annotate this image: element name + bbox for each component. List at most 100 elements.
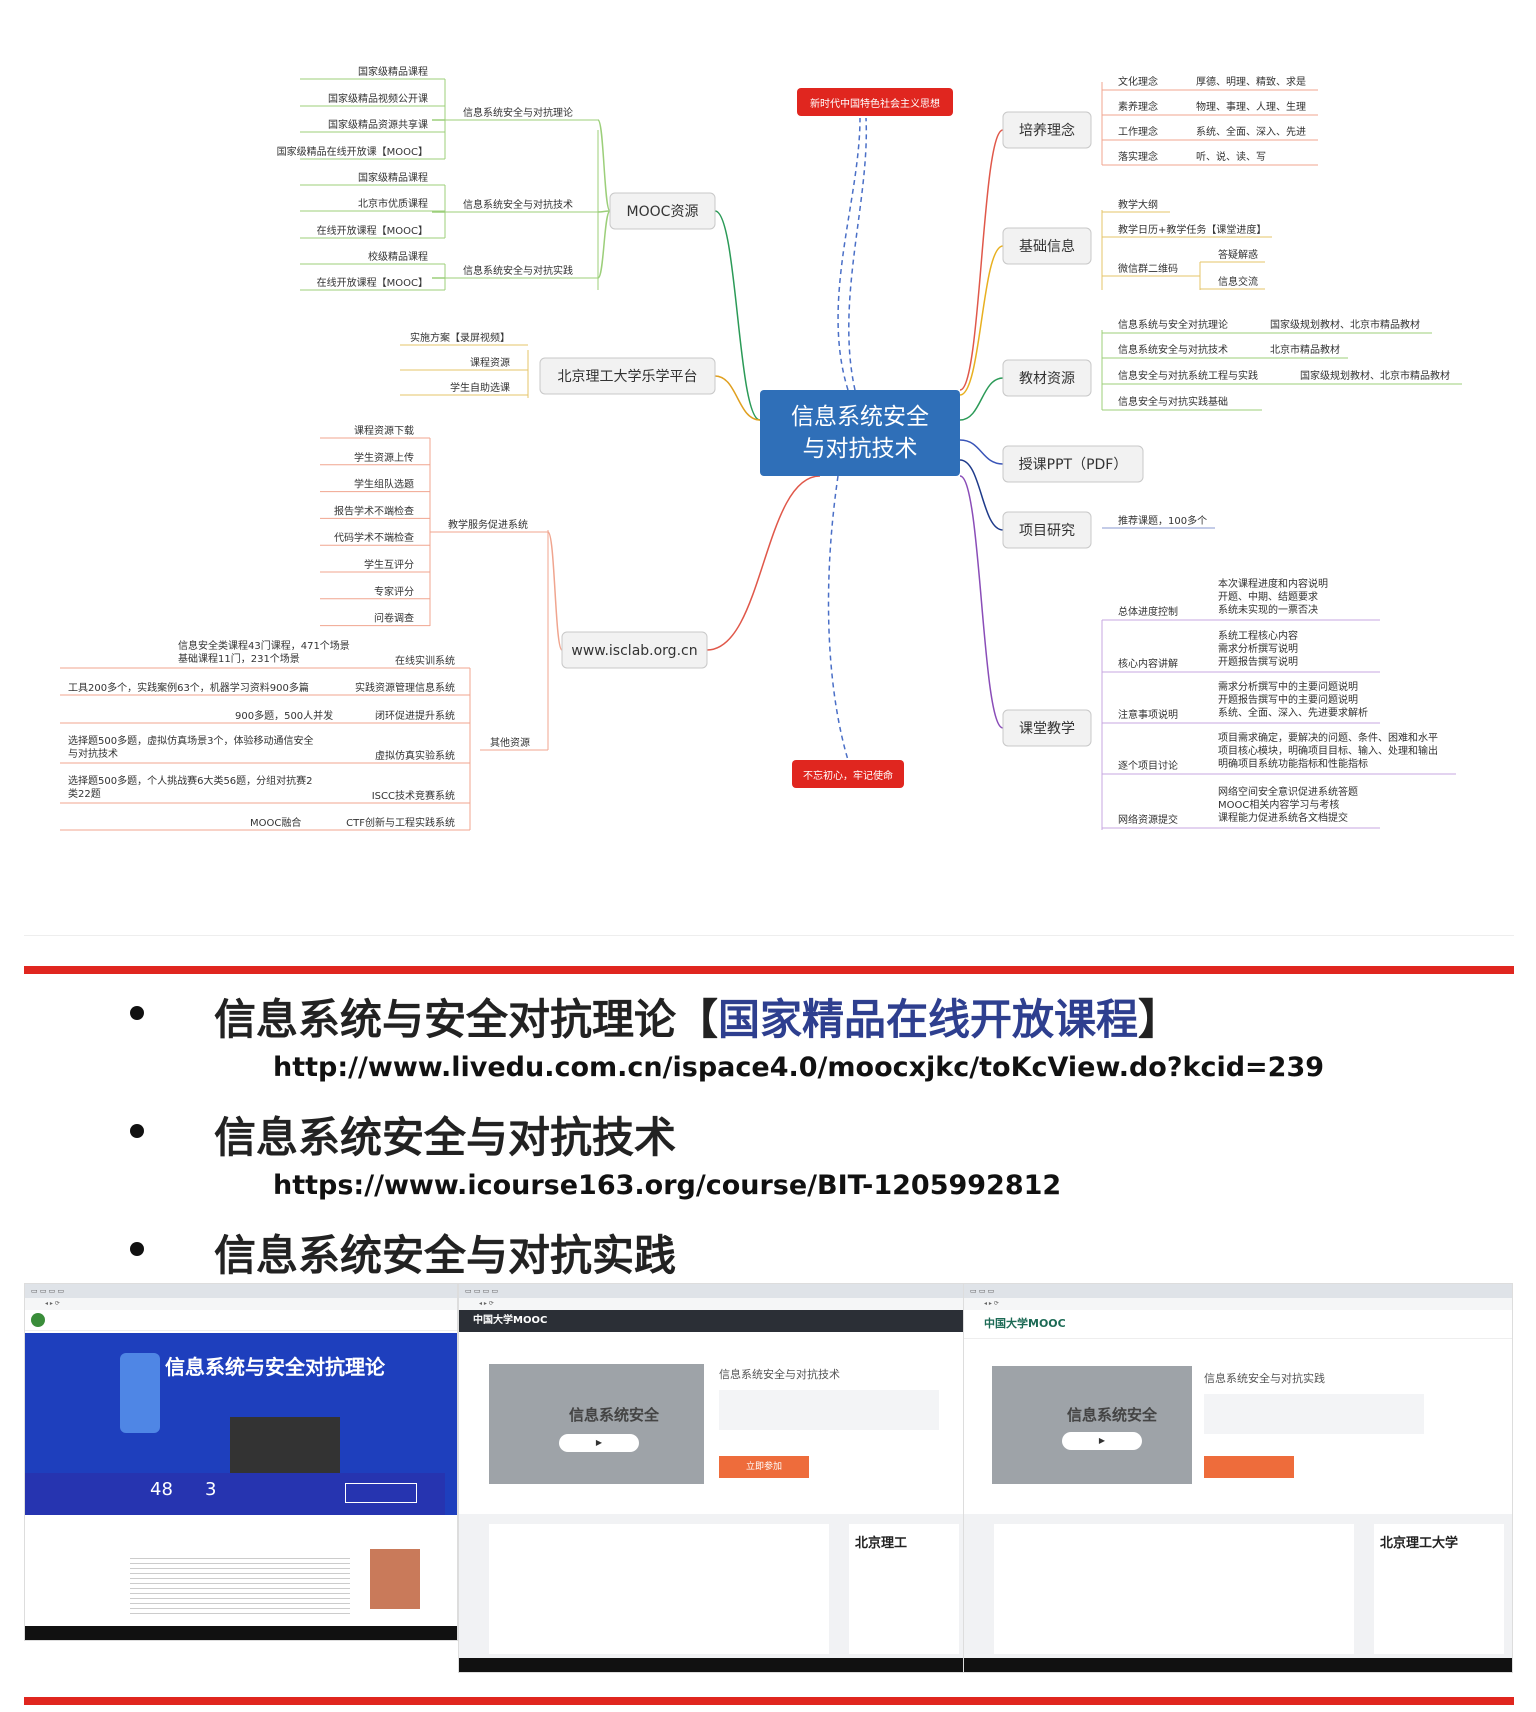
join-button[interactable] [1204,1456,1294,1478]
course-detail-card [489,1524,829,1654]
bottom-red-label: 不忘初心，牢记使命 [803,769,893,782]
node-label: 校级精品课程 [368,250,428,263]
node-label: 在线开放课程【MOOC】 [317,276,428,289]
isclab-node-label: www.isclab.org.cn [571,643,697,659]
node-label: 物理、事理、人理、生理 [1196,100,1306,113]
node-label: 信息系统安全与对抗技术 [1118,343,1228,356]
bullet-1-title: 信息系统与安全对抗理论【国家精品在线开放课程】 [214,995,1181,1044]
node-label: 文化理念 [1118,75,1158,88]
mooc-node-box [609,192,716,230]
node-label: 需求分析撰写说明 [1218,642,1298,655]
school-logo: 北京理工大学 [1380,1536,1459,1551]
node-label: 总体进度控制 [1118,605,1178,618]
keyboard-image [230,1417,340,1477]
node-label: 开题报告撰写中的主要问题说明 [1218,693,1358,706]
bullet-1-url[interactable]: http://www.livedu.com.cn/ispace4.0/moocx… [273,1052,1325,1083]
node-label: 实践资源管理信息系统 [355,681,455,694]
bit-node-label: 北京理工大学乐学平台 [558,369,698,385]
browser-tabs: ▭ ▭ ▭ [964,1284,1512,1298]
node-label: 代码学术不端检查 [334,531,414,544]
node-label: 学生自助选课 [450,381,510,394]
jiaocai-node-box [1002,359,1092,397]
school-logo: 北京理工 [855,1536,908,1551]
ketang-node-box [1002,709,1092,747]
node-label: 虚拟仿真实验系统 [375,749,455,762]
isclab-node-box [561,631,708,669]
taskbar [459,1658,964,1672]
node-label: 信息系统安全与对抗理论 [463,106,573,119]
node-label: 在线实训系统 [395,654,455,667]
node-label: 逐个项目讨论 [1118,759,1178,772]
node-label: 学生组队选题 [354,478,414,491]
node-label: 北京市优质课程 [358,197,428,210]
bottom-red-label-box [792,760,904,788]
node-label: 微信群二维码 [1118,262,1178,275]
browser-tabs: ▭ ▭ ▭ ▭ [25,1284,457,1298]
node-label: 系统未实现的一票否决 [1218,603,1318,616]
course-video[interactable]: 信息系统安全 ▶ [489,1364,704,1484]
link [959,439,1004,465]
bullet-2-title: 信息系统安全与对抗技术 [214,1113,677,1162]
site-header [25,1310,457,1331]
mooc-header: 中国大学MOOC [459,1310,964,1332]
course-video[interactable]: 信息系统安全 ▶ [992,1366,1192,1484]
node-label: 闭环促进提升系统 [375,709,455,722]
jichu-node-box [1002,227,1092,265]
center-node-box [760,390,960,476]
address-bar: ◂ ▸ ⟳ [964,1298,1512,1310]
node-label: 本次课程进度和内容说明 [1218,577,1328,590]
node-label: 开题、中期、结题要求 [1218,590,1318,603]
node-label: 课程资源下载 [354,424,414,437]
video-title: 信息系统安全 [569,1406,660,1424]
node-label: 厚德、明理、精致、求是 [1196,75,1306,88]
node-label: 课程资源 [470,356,510,369]
node-label: 系统、全面、深入、先进 [1196,125,1306,138]
join-button[interactable]: 立即参加 [719,1456,809,1478]
node-label: 答疑解惑 [1218,248,1258,261]
ppt-node-box [1002,445,1144,483]
node-label: 国家级规划教材、北京市精品教材 [1300,369,1450,382]
taskbar [964,1658,1512,1672]
bullet-dot [130,1242,144,1256]
teacher-photo [370,1549,420,1609]
school-card: 北京理工 [849,1524,959,1654]
link [597,210,611,279]
node-label: 工具200多个，实践案例63个，机器学习资料900多篇 [68,681,309,694]
node-label: 国家级精品资源共享课 [328,118,428,131]
node-label: 网络资源提交 [1118,813,1178,826]
lower-area: 北京理工 [459,1514,964,1672]
screenshot-livedu: ▭ ▭ ▭ ▭ ◂ ▸ ⟳ 信息系统与安全对抗理论 48 3 [24,1283,458,1641]
node-label: 实施方案【录屏视频】 [410,331,510,344]
node-label: 听、说、读、写 [1196,150,1266,163]
site-logo-icon [31,1313,45,1327]
course-title: 信息系统安全与对抗实践 [1204,1372,1325,1385]
play-button[interactable]: ▶ [1062,1432,1142,1450]
node-label: 课程能力促进系统各文档提交 [1218,811,1348,824]
play-button[interactable]: ▶ [559,1434,639,1452]
enroll-button[interactable] [345,1483,417,1503]
jiaocai-node-label: 教材资源 [1019,371,1075,387]
banner-stats: 48 3 [25,1473,445,1515]
ppt-node-label: 授课PPT（PDF） [1019,457,1128,473]
address-bar: ◂ ▸ ⟳ [25,1298,457,1310]
node-label: 国家级规划教材、北京市精品教材 [1270,318,1420,331]
link [597,119,611,212]
mind-map: 信息系统安全与对抗技术新时代中国特色社会主义思想不忘初心，牢记使命MOOC资源信… [60,65,1462,831]
node-label: MOOC融合 [250,816,301,829]
link [714,375,761,421]
dashed-link [827,475,849,761]
separator [24,935,1514,936]
taskbar [25,1626,457,1640]
node-label: 信息系统安全与对抗技术 [463,198,573,211]
node-label: 国家级精品课程 [358,171,428,184]
top-red-label: 新时代中国特色社会主义思想 [810,97,940,110]
node-label: 选择题500多题，个人挑战赛6大类56题，分组对抗赛2 [68,774,313,787]
bullet-2-url[interactable]: https://www.icourse163.org/course/BIT-12… [273,1170,1062,1201]
top-red-label-box [797,88,953,116]
link [959,459,1004,531]
peiyang-node-label: 培养理念 [1019,122,1075,139]
node-label: CTF创新与工程实践系统 [346,816,455,829]
link [959,377,1004,421]
link [597,210,611,213]
bullet-3-title: 信息系统安全与对抗实践 [214,1231,677,1280]
